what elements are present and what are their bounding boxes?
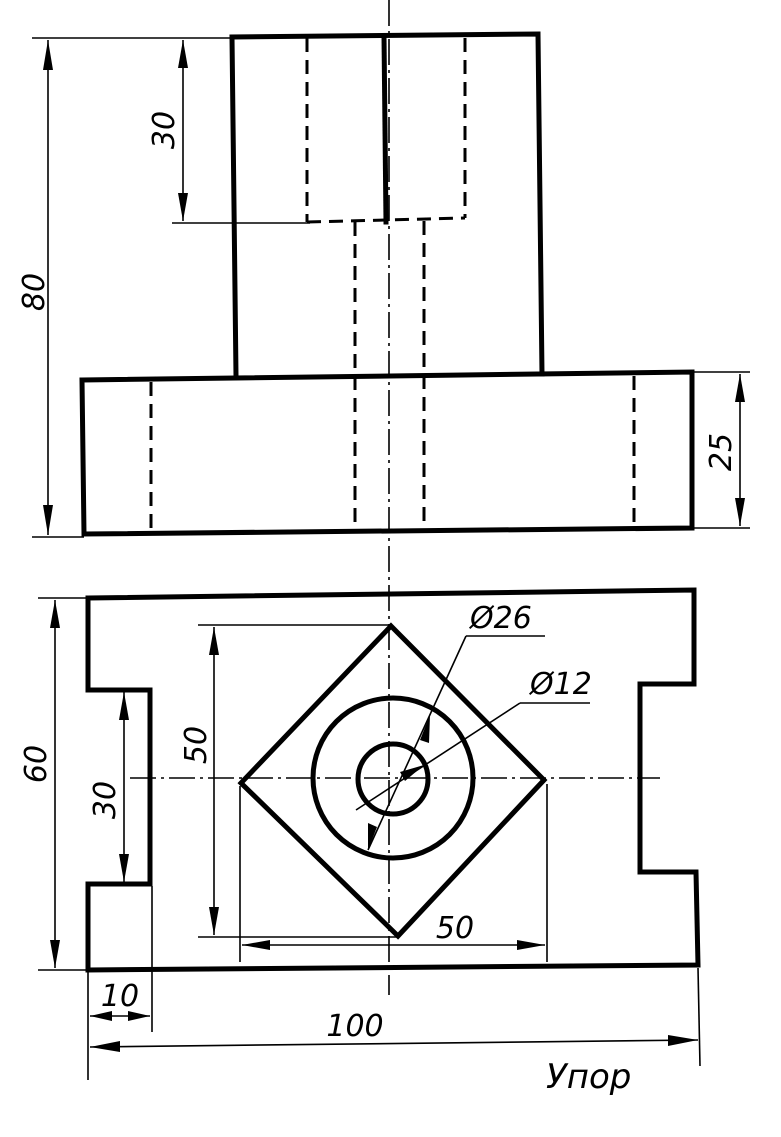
square-boss <box>237 622 548 940</box>
dim-label-30-top: 30 <box>88 781 123 819</box>
dim-label-25: 25 <box>704 433 739 471</box>
top-view: Ø26 Ø12 60 30 50 50 <box>19 587 701 1080</box>
outer-circle <box>310 695 476 861</box>
arrowhead <box>119 692 129 720</box>
dim-line-100 <box>89 1039 699 1048</box>
arrowhead <box>90 1011 112 1021</box>
dim-label-10: 10 <box>101 979 139 1014</box>
arrowhead <box>43 40 53 70</box>
arrowhead <box>242 940 270 950</box>
arrowhead <box>50 940 60 968</box>
front-inner-edge <box>381 33 389 225</box>
arrowhead <box>209 627 219 655</box>
arrowhead <box>178 193 188 221</box>
arrowhead <box>668 1035 698 1046</box>
dim-label-80: 80 <box>17 273 52 311</box>
arrowhead <box>735 498 745 526</box>
dim-label-diameter-12: Ø12 <box>528 667 592 702</box>
arrowhead <box>420 715 430 743</box>
dim-label-50-horizontal: 50 <box>436 911 474 946</box>
dim-label-50-vertical: 50 <box>179 726 214 764</box>
arrowhead <box>209 907 219 935</box>
drawing-title: Упор <box>546 1057 631 1097</box>
arrowhead <box>119 854 129 882</box>
dim-label-100: 100 <box>326 1009 383 1044</box>
leader-diameter-26 <box>367 635 467 851</box>
arrowhead <box>128 1011 150 1021</box>
arrowhead <box>178 40 188 68</box>
hidden-counterbore-bottom <box>306 216 466 224</box>
arrowhead <box>400 765 424 781</box>
arrowhead <box>50 600 60 628</box>
front-base-block <box>79 369 695 537</box>
arrowhead <box>517 940 545 950</box>
dim-label-30-front: 30 <box>147 111 182 149</box>
inner-circle <box>355 741 431 817</box>
front-view: 80 30 25 <box>17 0 750 995</box>
arrowhead <box>368 823 377 850</box>
arrowhead <box>735 374 745 402</box>
ext-line-100-right <box>697 967 701 1067</box>
dim-label-60: 60 <box>19 745 54 783</box>
arrowhead <box>43 505 53 535</box>
dim-label-diameter-26: Ø26 <box>468 601 532 636</box>
leader-diameter-12 <box>355 702 521 811</box>
arrowhead <box>90 1041 120 1052</box>
top-outline <box>85 587 701 973</box>
